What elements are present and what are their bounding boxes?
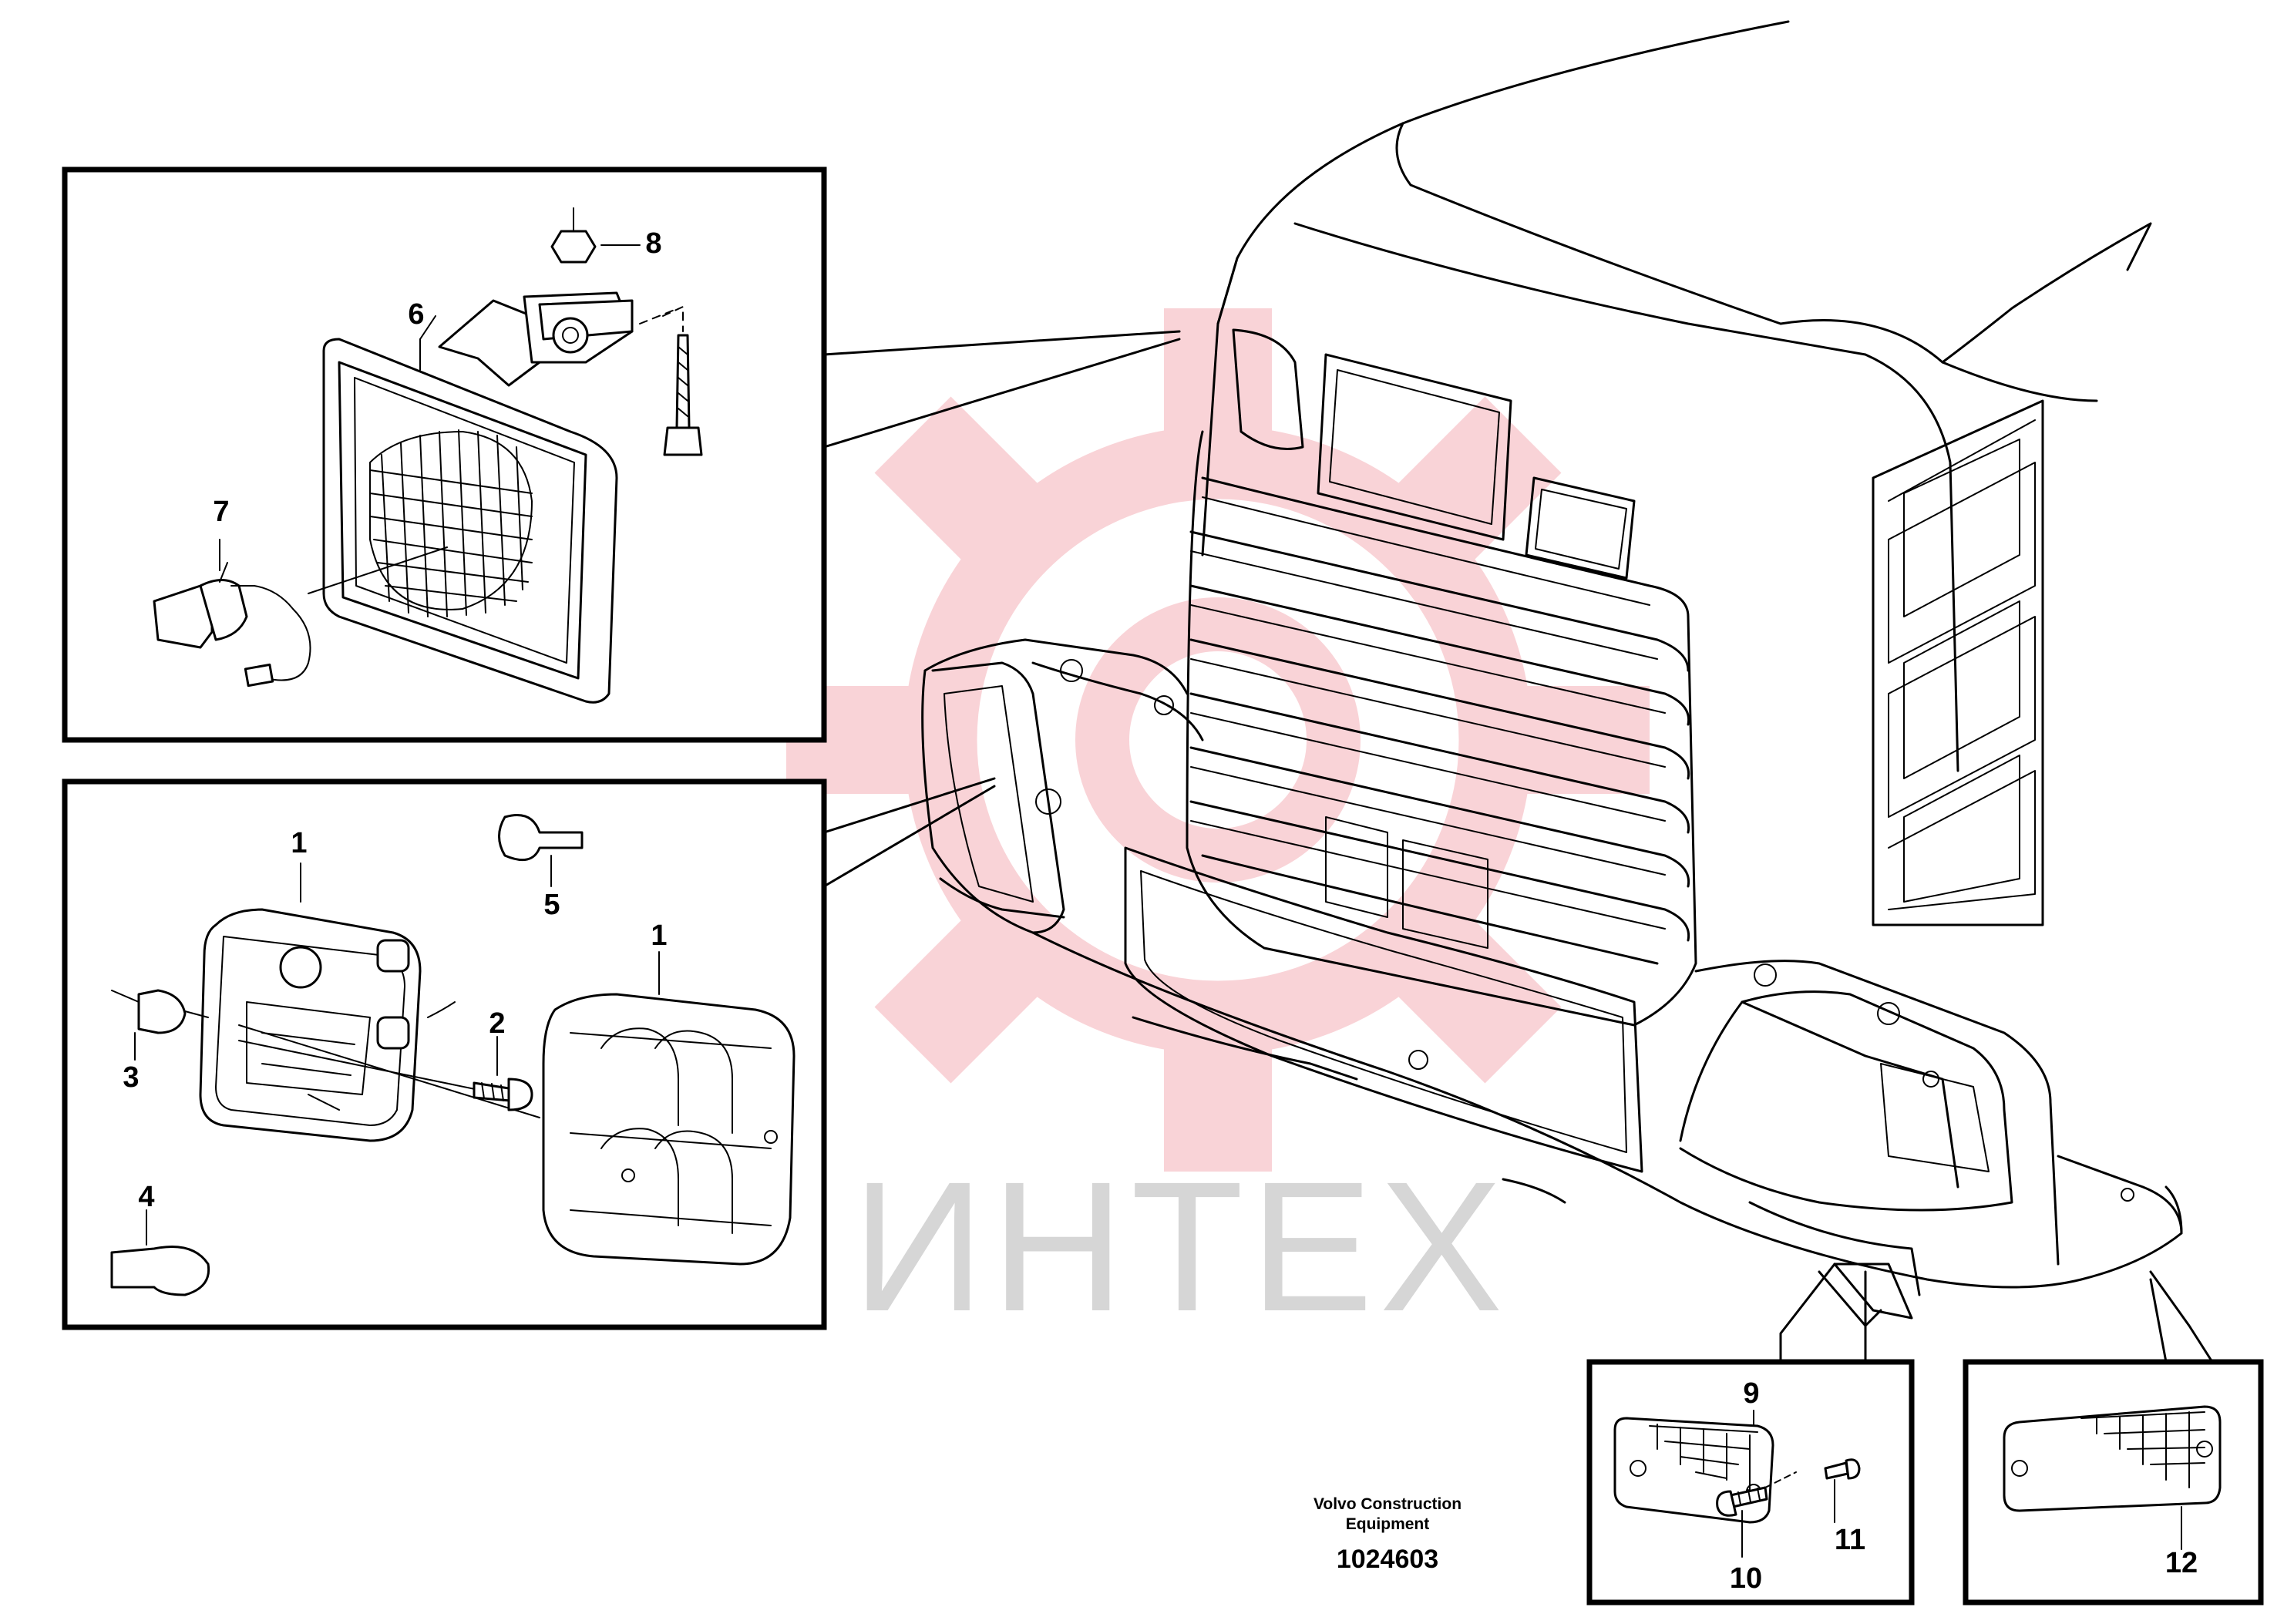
callout-6: 6 <box>408 298 424 331</box>
work-light-detail <box>62 166 1181 743</box>
callout-7: 7 <box>213 496 229 528</box>
drawing-number: 1024603 <box>1337 1545 1438 1574</box>
caption-manufacturer-line2: Equipment <box>1346 1515 1430 1533</box>
callout-4: 4 <box>138 1181 154 1213</box>
callout-1-lamp-base: 1 <box>291 827 307 859</box>
callout-2: 2 <box>489 1007 505 1040</box>
reflector-detail-right <box>1963 1270 2264 1606</box>
reflector-detail-left <box>1586 1263 1915 1606</box>
drawing-caption: Volvo Construction Equipment 1024603 <box>1314 1495 1462 1574</box>
grille-slats <box>1189 476 1690 965</box>
caption-manufacturer-line1: Volvo Construction <box>1314 1495 1462 1513</box>
marker-lamp-detail <box>62 777 996 1330</box>
callout-labels: 1 1 2 3 4 5 6 7 8 9 10 11 12 <box>123 227 2198 1595</box>
callout-12: 12 <box>2165 1547 2198 1579</box>
callout-3: 3 <box>123 1061 139 1094</box>
callout-11: 11 <box>1835 1524 1865 1556</box>
callout-1-lamp-lens: 1 <box>651 920 667 952</box>
watermark-text: ИНТЕХ <box>852 1143 1509 1350</box>
callout-8: 8 <box>645 227 661 260</box>
callout-10: 10 <box>1730 1562 1762 1595</box>
callout-5: 5 <box>543 889 560 921</box>
callout-9: 9 <box>1743 1377 1759 1410</box>
machine-front-illustration <box>921 20 2183 1320</box>
